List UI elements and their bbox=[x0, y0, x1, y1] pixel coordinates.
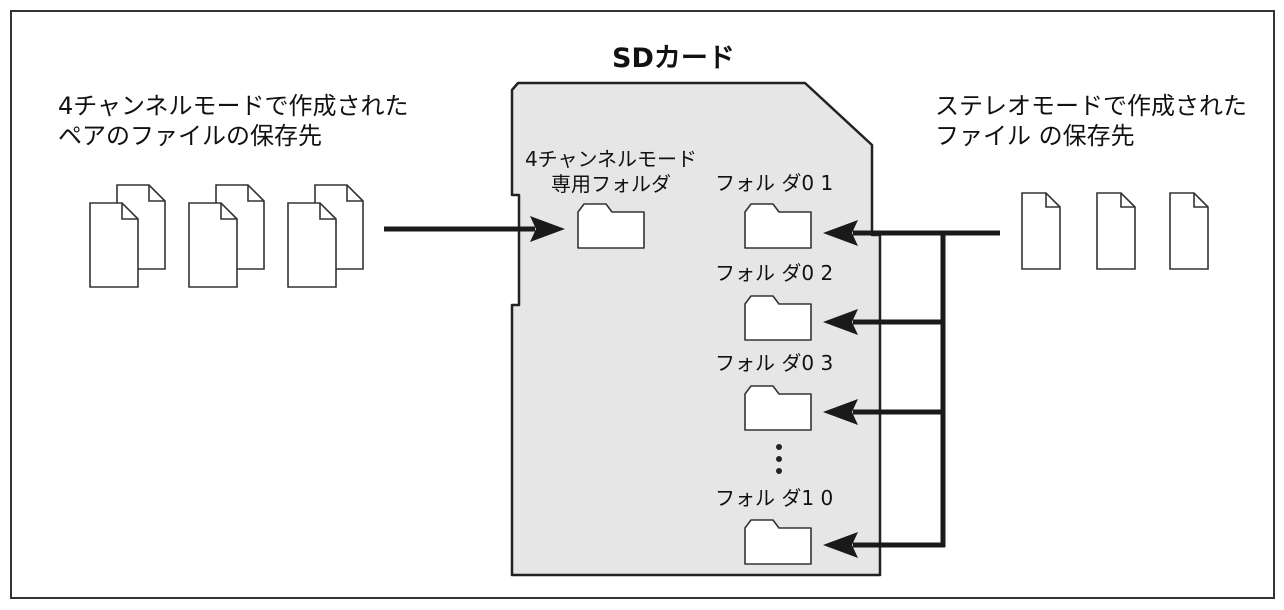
folder-03-icon bbox=[744, 385, 812, 431]
file-icon bbox=[1096, 192, 1136, 270]
left-arrow bbox=[384, 216, 565, 242]
left-caption-line-1: 4チャンネルモードで作成された bbox=[58, 92, 409, 120]
ellipsis-dot bbox=[776, 468, 782, 474]
folder-01-label: フォル ダ0 1 bbox=[715, 171, 834, 195]
paired-file-group-3 bbox=[287, 184, 364, 288]
file-icon bbox=[1169, 192, 1209, 270]
folder-10-icon bbox=[744, 519, 812, 565]
ellipsis-dot bbox=[776, 456, 782, 462]
folder-03-label: フォル ダ0 3 bbox=[715, 351, 834, 375]
file-icon bbox=[287, 202, 337, 288]
dedicated-folder-label-line-2: 専用フォルダ bbox=[551, 172, 671, 196]
file-icon bbox=[89, 202, 139, 288]
right-caption-line-1: ステレオモードで作成された bbox=[935, 92, 1247, 120]
folder-02-icon bbox=[744, 295, 812, 341]
stereo-files bbox=[1021, 192, 1209, 270]
dedicated-folder-icon bbox=[577, 203, 645, 249]
file-icon bbox=[1021, 192, 1061, 270]
folder-01-icon bbox=[744, 203, 812, 249]
folder-02-label: フォル ダ0 2 bbox=[715, 261, 834, 285]
right-caption-line-2: ファイル の保存先 bbox=[935, 122, 1135, 150]
card-title: SDカード bbox=[612, 43, 735, 74]
right-arrows bbox=[823, 220, 1000, 558]
left-caption-line-2: ペアのファイルの保存先 bbox=[58, 122, 322, 150]
folder-10-label: フォル ダ1 0 bbox=[715, 486, 834, 510]
paired-file-group-1 bbox=[89, 184, 166, 288]
dedicated-folder-label-line-1: 4チャンネルモード bbox=[524, 147, 698, 171]
ellipsis-dot bbox=[776, 444, 782, 450]
paired-file-group-2 bbox=[188, 184, 265, 288]
file-icon bbox=[188, 202, 238, 288]
outer-border bbox=[10, 10, 1275, 599]
